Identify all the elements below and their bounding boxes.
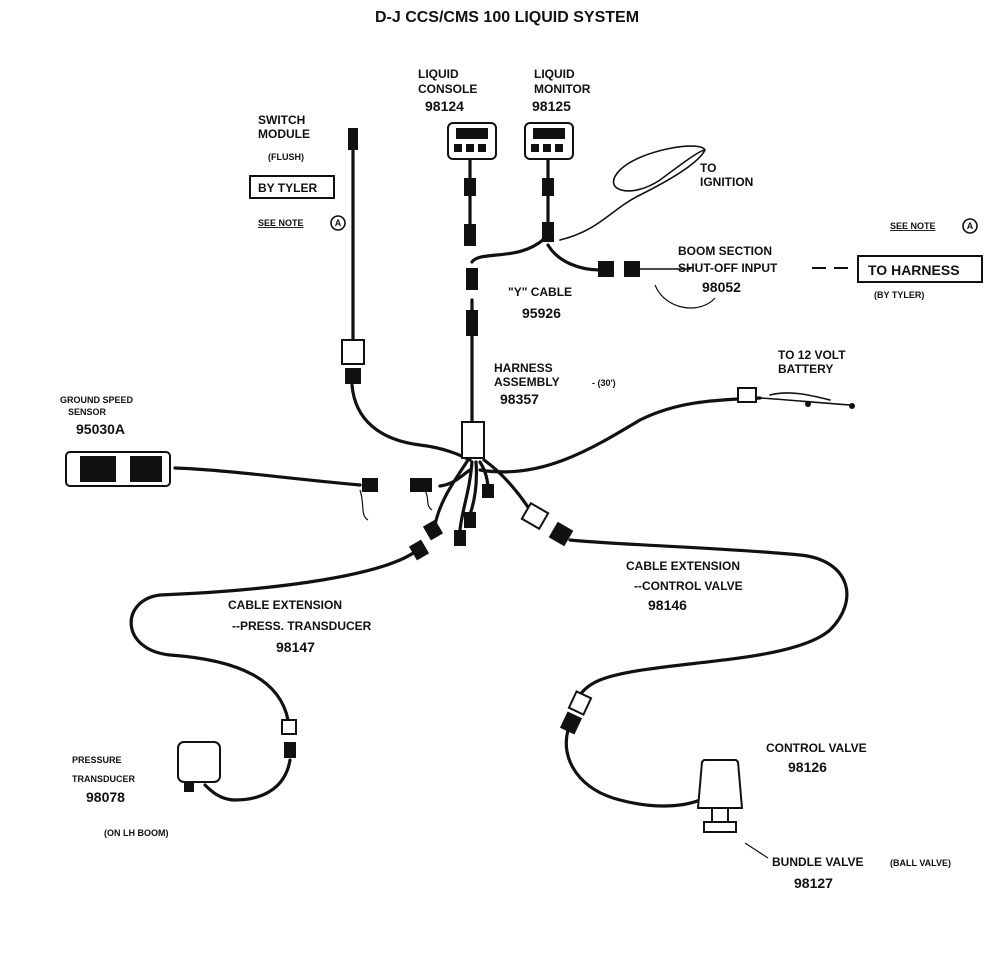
switch-module-line1: SWITCH <box>258 113 305 127</box>
boom-section-see-note: SEE NOTE <box>890 221 936 231</box>
cable-ext-press-label: CABLE EXTENSION --PRESS. TRANSDUCER 9814… <box>228 598 372 655</box>
note-a-marker-left <box>330 215 346 231</box>
harness-part: 98357 <box>500 391 539 407</box>
ignition-line2: IGNITION <box>700 175 753 189</box>
harness-length: - (30') <box>592 378 616 388</box>
ignition-line1: TO <box>700 161 716 175</box>
cable-ext-press-line2: --PRESS. TRANSDUCER <box>232 619 372 633</box>
diagram-title: D-J CCS/CMS 100 LIQUID SYSTEM <box>375 9 639 26</box>
press-transducer-lead <box>203 758 292 802</box>
boom-section-part: 98052 <box>702 279 741 295</box>
by-tyler-box <box>249 175 335 199</box>
battery-lead-black <box>769 392 831 401</box>
battery-lead-red <box>759 397 851 406</box>
ground-speed-cable-harness <box>438 468 472 488</box>
harness-line1: HARNESS <box>494 361 553 375</box>
ground-speed-label: GROUND SPEED SENSOR 95030A <box>60 395 134 437</box>
y-cable-text: "Y" CABLE <box>508 285 572 299</box>
harness-connectors <box>408 484 574 561</box>
cable-ext-control-label: CABLE EXTENSION --CONTROL VALVE 98146 <box>626 559 743 613</box>
cable-ext-press-part: 98147 <box>276 639 315 655</box>
ground-speed-sensor-unit <box>65 451 432 492</box>
battery-line2: BATTERY <box>778 362 833 376</box>
battery-fuse <box>737 387 855 409</box>
switch-module-cable-lower <box>350 383 472 462</box>
liquid-console-line1: LIQUID <box>418 67 459 81</box>
boom-section-label: BOOM SECTION SHUT-OFF INPUT 98052 TO HAR… <box>678 218 983 300</box>
bundle-valve-label: BUNDLE VALVE (BALL VALVE) 98127 <box>772 855 951 891</box>
control-valve-extension <box>568 538 849 702</box>
switch-module-note: (FLUSH) <box>268 152 304 162</box>
pressure-transducer-line1: PRESSURE <box>72 755 122 765</box>
harness-branch-control <box>482 458 532 512</box>
liquid-monitor-part: 98125 <box>532 98 571 114</box>
liquid-console-line2: CONSOLE <box>418 82 477 96</box>
cable-ext-control-line2: --CONTROL VALVE <box>634 579 743 593</box>
ground-speed-drop <box>359 489 369 521</box>
switch-module-unit <box>341 128 365 384</box>
harness-branch-1 <box>433 458 470 527</box>
bundle-valve-part: 98127 <box>794 875 833 891</box>
switch-module-see-note: SEE NOTE <box>258 218 304 228</box>
liquid-monitor-label: LIQUID MONITOR 98125 <box>532 67 591 114</box>
liquid-monitor-line1: LIQUID <box>534 67 575 81</box>
boom-section-box-text: TO HARNESS <box>868 262 960 278</box>
boom-section-marker: A <box>967 221 974 231</box>
liquid-console-unit <box>447 122 497 336</box>
harness-junction <box>461 421 485 459</box>
liquid-monitor-line2: MONITOR <box>534 82 591 96</box>
harness-line2: ASSEMBLY <box>494 375 560 389</box>
note-a-marker-right <box>962 218 978 234</box>
liquid-console-label: LIQUID CONSOLE 98124 <box>418 67 477 114</box>
harness-label: HARNESS ASSEMBLY - (30') 98357 <box>494 361 616 407</box>
control-valve-part: 98126 <box>788 759 827 775</box>
switch-module-line2: MODULE <box>258 127 310 141</box>
press-transducer-extension <box>129 546 422 722</box>
pressure-transducer-part: 98078 <box>86 789 125 805</box>
boom-section-by: (BY TYLER) <box>874 290 924 300</box>
pressure-transducer-note: (ON LH BOOM) <box>104 828 169 838</box>
liquid-console-part: 98124 <box>425 98 464 114</box>
y-cable-label: "Y" CABLE 95926 <box>508 285 572 321</box>
control-valve-label: CONTROL VALVE 98126 <box>766 741 867 775</box>
ground-speed-cable <box>173 466 362 487</box>
pressure-transducer-unit <box>177 719 297 792</box>
cable-ext-press-line1: CABLE EXTENSION <box>228 598 342 612</box>
battery-label: TO 12 VOLT BATTERY <box>778 348 846 376</box>
bundle-valve-pointer <box>744 842 769 859</box>
ignition-wire <box>559 145 706 241</box>
control-valve-lead <box>564 728 702 808</box>
boom-section-connector <box>598 261 640 277</box>
harness-branch-2 <box>458 460 474 532</box>
pressure-transducer-label: PRESSURE TRANSDUCER 98078 (ON LH BOOM) <box>72 755 169 838</box>
ground-speed-line2: SENSOR <box>68 407 107 417</box>
cable-ext-control-part: 98146 <box>648 597 687 613</box>
ground-speed-part: 95030A <box>76 421 125 437</box>
y-cable-part: 95926 <box>522 305 561 321</box>
battery-cable <box>478 396 762 474</box>
ground-speed-drop-2 <box>424 489 433 511</box>
ground-speed-line1: GROUND SPEED <box>60 395 134 405</box>
to-harness-box <box>857 255 983 283</box>
boom-section-line2: SHUT-OFF INPUT <box>678 261 778 275</box>
wires <box>129 145 851 859</box>
switch-module-marker: A <box>335 218 342 228</box>
battery-line1: TO 12 VOLT <box>778 348 846 362</box>
boom-section-line1: BOOM SECTION <box>678 244 772 258</box>
ignition-label: TO IGNITION <box>700 161 753 189</box>
y-cable-branch-right <box>546 243 602 272</box>
switch-module-box-text: BY TYLER <box>258 181 317 195</box>
boom-shutoff-pointer <box>654 284 716 309</box>
control-valve-line1: CONTROL VALVE <box>766 741 867 755</box>
control-valve-unit <box>559 690 744 833</box>
switch-module-label: SWITCH MODULE (FLUSH) BY TYLER SEE NOTE … <box>249 113 346 231</box>
bundle-valve-line1: BUNDLE VALVE <box>772 855 864 869</box>
liquid-monitor-unit <box>524 122 574 242</box>
pressure-transducer-line2: TRANSDUCER <box>72 774 136 784</box>
bundle-valve-note: (BALL VALVE) <box>890 858 951 868</box>
cable-ext-control-line1: CABLE EXTENSION <box>626 559 740 573</box>
y-cable-branch-left <box>470 236 547 264</box>
